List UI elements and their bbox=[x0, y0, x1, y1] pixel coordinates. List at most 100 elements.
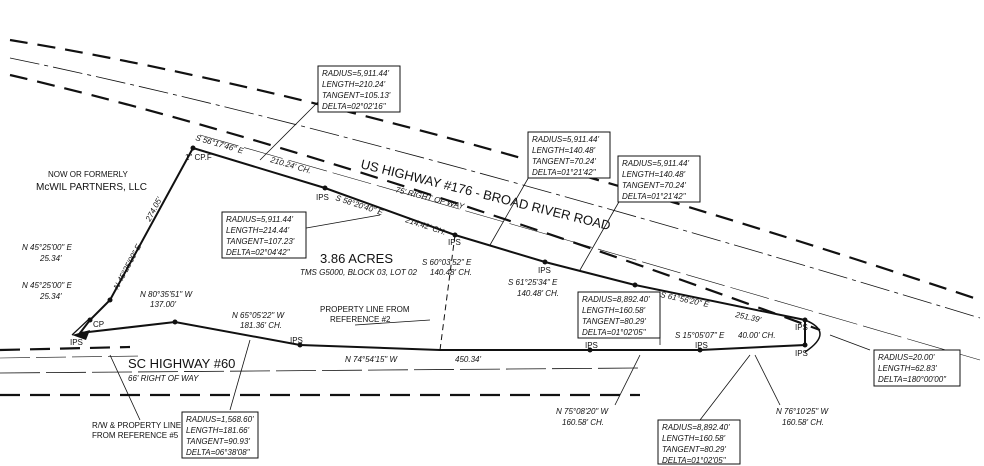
curve-box-1: RADIUS=5,911.44' LENGTH=210.24' TANGENT=… bbox=[317, 65, 401, 113]
svg-text:RADIUS=8,892.40': RADIUS=8,892.40' bbox=[662, 423, 730, 432]
svg-text:LENGTH=160.58': LENGTH=160.58' bbox=[662, 434, 726, 443]
curve-box-3: RADIUS=5,911.44' LENGTH=140.48' TANGENT=… bbox=[617, 155, 701, 203]
svg-text:TANGENT=70.24': TANGENT=70.24' bbox=[532, 157, 596, 166]
rw-note-2: FROM REFERENCE #5 bbox=[92, 431, 179, 440]
bearing-b12: N 45°25'00" E bbox=[22, 281, 72, 290]
owner-prefix: NOW OR FORMERLY bbox=[48, 170, 129, 179]
svg-text:RADIUS=1,568.60': RADIUS=1,568.60' bbox=[186, 415, 254, 424]
svg-text:LENGTH=160.58': LENGTH=160.58' bbox=[582, 306, 646, 315]
monument-cp bbox=[87, 317, 93, 323]
leader-curve-7 bbox=[229, 339, 251, 411]
bearing-b6: S 15°05'07" E bbox=[675, 331, 725, 340]
ips-label-7: IPS bbox=[585, 341, 598, 350]
monument-ips-8 bbox=[587, 347, 593, 353]
owner-name: McWIL PARTNERS, LLC bbox=[36, 182, 147, 193]
curve-box-4: RADIUS=5,911.44' LENGTH=214.44' TANGENT=… bbox=[221, 211, 307, 259]
svg-text:LENGTH=181.66': LENGTH=181.66' bbox=[186, 426, 250, 435]
bearing-b10: N 45°25'00" E bbox=[112, 242, 144, 291]
ips-label-3: IPS bbox=[538, 266, 551, 275]
bearing-b3-dist: 140.48' CH. bbox=[430, 268, 472, 277]
bearing-b5-dist: 251.39' bbox=[734, 310, 763, 325]
bearing-b9-dist: 137.00' bbox=[150, 300, 176, 309]
svg-text:LENGTH=140.48': LENGTH=140.48' bbox=[622, 170, 686, 179]
ips-label-9: IPS bbox=[70, 338, 83, 347]
us-highway-edge-line bbox=[199, 134, 981, 361]
monument-ips-6 bbox=[802, 342, 808, 348]
curve-box-8: RADIUS=8,892.40' LENGTH=160.58' TANGENT=… bbox=[657, 419, 741, 465]
sc-highway-centerline bbox=[0, 367, 641, 374]
svg-text:TANGENT=70.24': TANGENT=70.24' bbox=[622, 181, 686, 190]
us-highway-south-row bbox=[9, 73, 821, 332]
bearing-b11-dist: 25.34' bbox=[39, 254, 62, 263]
svg-text:DELTA=180°00'00": DELTA=180°00'00" bbox=[878, 375, 947, 384]
bearing-b8-dist: 181.36' CH. bbox=[240, 321, 282, 330]
property-line-note-2: REFERENCE #2 bbox=[330, 315, 391, 324]
leader-curve-2 bbox=[489, 174, 531, 246]
sc-highway-row: 66' RIGHT OF WAY bbox=[128, 374, 199, 383]
svg-text:RADIUS=5,911.44': RADIUS=5,911.44' bbox=[622, 159, 689, 168]
monument-ips-1 bbox=[322, 185, 328, 191]
svg-text:TANGENT=90.93': TANGENT=90.93' bbox=[186, 437, 250, 446]
svg-text:DELTA=01°02'05": DELTA=01°02'05" bbox=[582, 328, 647, 337]
svg-text:LENGTH=214.44': LENGTH=214.44' bbox=[226, 226, 290, 235]
monument-cpf bbox=[190, 145, 196, 151]
leader-curve-6 bbox=[829, 334, 871, 351]
bearing-b8: N 65°05'22" W bbox=[232, 311, 285, 320]
bearing-b11: N 45°25'00" E bbox=[22, 243, 72, 252]
svg-text:DELTA=01°21'42": DELTA=01°21'42" bbox=[532, 168, 597, 177]
bearing-b9: N 80°35'51" W bbox=[140, 290, 193, 299]
svg-text:RADIUS=8,892.40': RADIUS=8,892.40' bbox=[582, 295, 650, 304]
svg-text:RADIUS=20.00': RADIUS=20.00' bbox=[878, 353, 935, 362]
monument-cpf-2 bbox=[107, 297, 113, 303]
monument-ips-3 bbox=[542, 259, 548, 265]
curve-box-7: RADIUS=1,568.60' LENGTH=181.66' TANGENT=… bbox=[181, 411, 259, 459]
monument-ips-2 bbox=[452, 232, 458, 238]
svg-text:TANGENT=107.23': TANGENT=107.23' bbox=[226, 237, 295, 246]
bearing-b14-dist: 160.58' CH. bbox=[782, 418, 824, 427]
bearing-b3: S 60°03'52" E bbox=[422, 258, 472, 267]
sc-highway-north-row bbox=[0, 345, 131, 352]
sc-highway-edge-line bbox=[0, 355, 141, 359]
leader-curve-8 bbox=[699, 354, 751, 421]
acreage: 3.86 ACRES bbox=[320, 251, 393, 266]
curve-box-6: RADIUS=20.00' LENGTH=62.83' DELTA=180°00… bbox=[873, 349, 961, 387]
leader-rw-note bbox=[109, 354, 141, 421]
svg-text:TANGENT=80.29': TANGENT=80.29' bbox=[582, 317, 646, 326]
cul-de-sac-curve bbox=[804, 319, 821, 353]
reference-line bbox=[439, 234, 456, 351]
cp-label: CP bbox=[93, 320, 104, 329]
curve-box-2: RADIUS=5,911.44' LENGTH=140.48' TANGENT=… bbox=[527, 131, 611, 179]
sc-highway-label: SC HIGHWAY #60 bbox=[128, 356, 235, 371]
curve-box-5: RADIUS=8,892.40' LENGTH=160.58' TANGENT=… bbox=[577, 291, 661, 339]
bearing-b12-dist: 25.34' bbox=[39, 292, 62, 301]
ips-label-1: IPS bbox=[316, 193, 329, 202]
leader-property-note bbox=[354, 319, 431, 326]
svg-text:RADIUS=5,911.44': RADIUS=5,911.44' bbox=[226, 215, 293, 224]
ips-label-4: IPS bbox=[795, 323, 808, 332]
svg-text:DELTA=01°21'42": DELTA=01°21'42" bbox=[622, 192, 687, 201]
svg-text:RADIUS=5,911.44': RADIUS=5,911.44' bbox=[322, 69, 389, 78]
monument-ips-10 bbox=[172, 319, 178, 325]
monument-ips-5 bbox=[802, 317, 808, 323]
bearing-b2: S 58°20'40" E bbox=[334, 193, 384, 217]
svg-text:DELTA=01°02'05": DELTA=01°02'05" bbox=[662, 456, 727, 465]
leader-curve-3 bbox=[579, 199, 621, 271]
ips-label-5: IPS bbox=[795, 349, 808, 358]
svg-text:TANGENT=80.29': TANGENT=80.29' bbox=[662, 445, 726, 454]
bearing-b7: N 74°54'15" W bbox=[345, 355, 398, 364]
bearing-b2-dist: 214.42' CH. bbox=[403, 215, 447, 237]
bearing-b6-dist: 40.00' CH. bbox=[738, 331, 776, 340]
svg-text:LENGTH=62.83': LENGTH=62.83' bbox=[878, 364, 937, 373]
monument-ips-9 bbox=[297, 342, 303, 348]
property-boundary bbox=[77, 147, 806, 351]
leader-b14 bbox=[754, 354, 781, 406]
monument-ips-4 bbox=[632, 282, 638, 288]
rw-note-1: R/W & PROPERTY LINE bbox=[92, 421, 181, 430]
bearing-b5: S 61°56'20" E bbox=[660, 290, 711, 309]
svg-text:DELTA=02°04'42": DELTA=02°04'42" bbox=[226, 248, 291, 257]
bearing-b7-dist: 450.34' bbox=[455, 355, 481, 364]
bearing-b13-dist: 160.58' CH. bbox=[562, 418, 604, 427]
tax-map: TMS G5000, BLOCK 03, LOT 02 bbox=[300, 268, 417, 277]
